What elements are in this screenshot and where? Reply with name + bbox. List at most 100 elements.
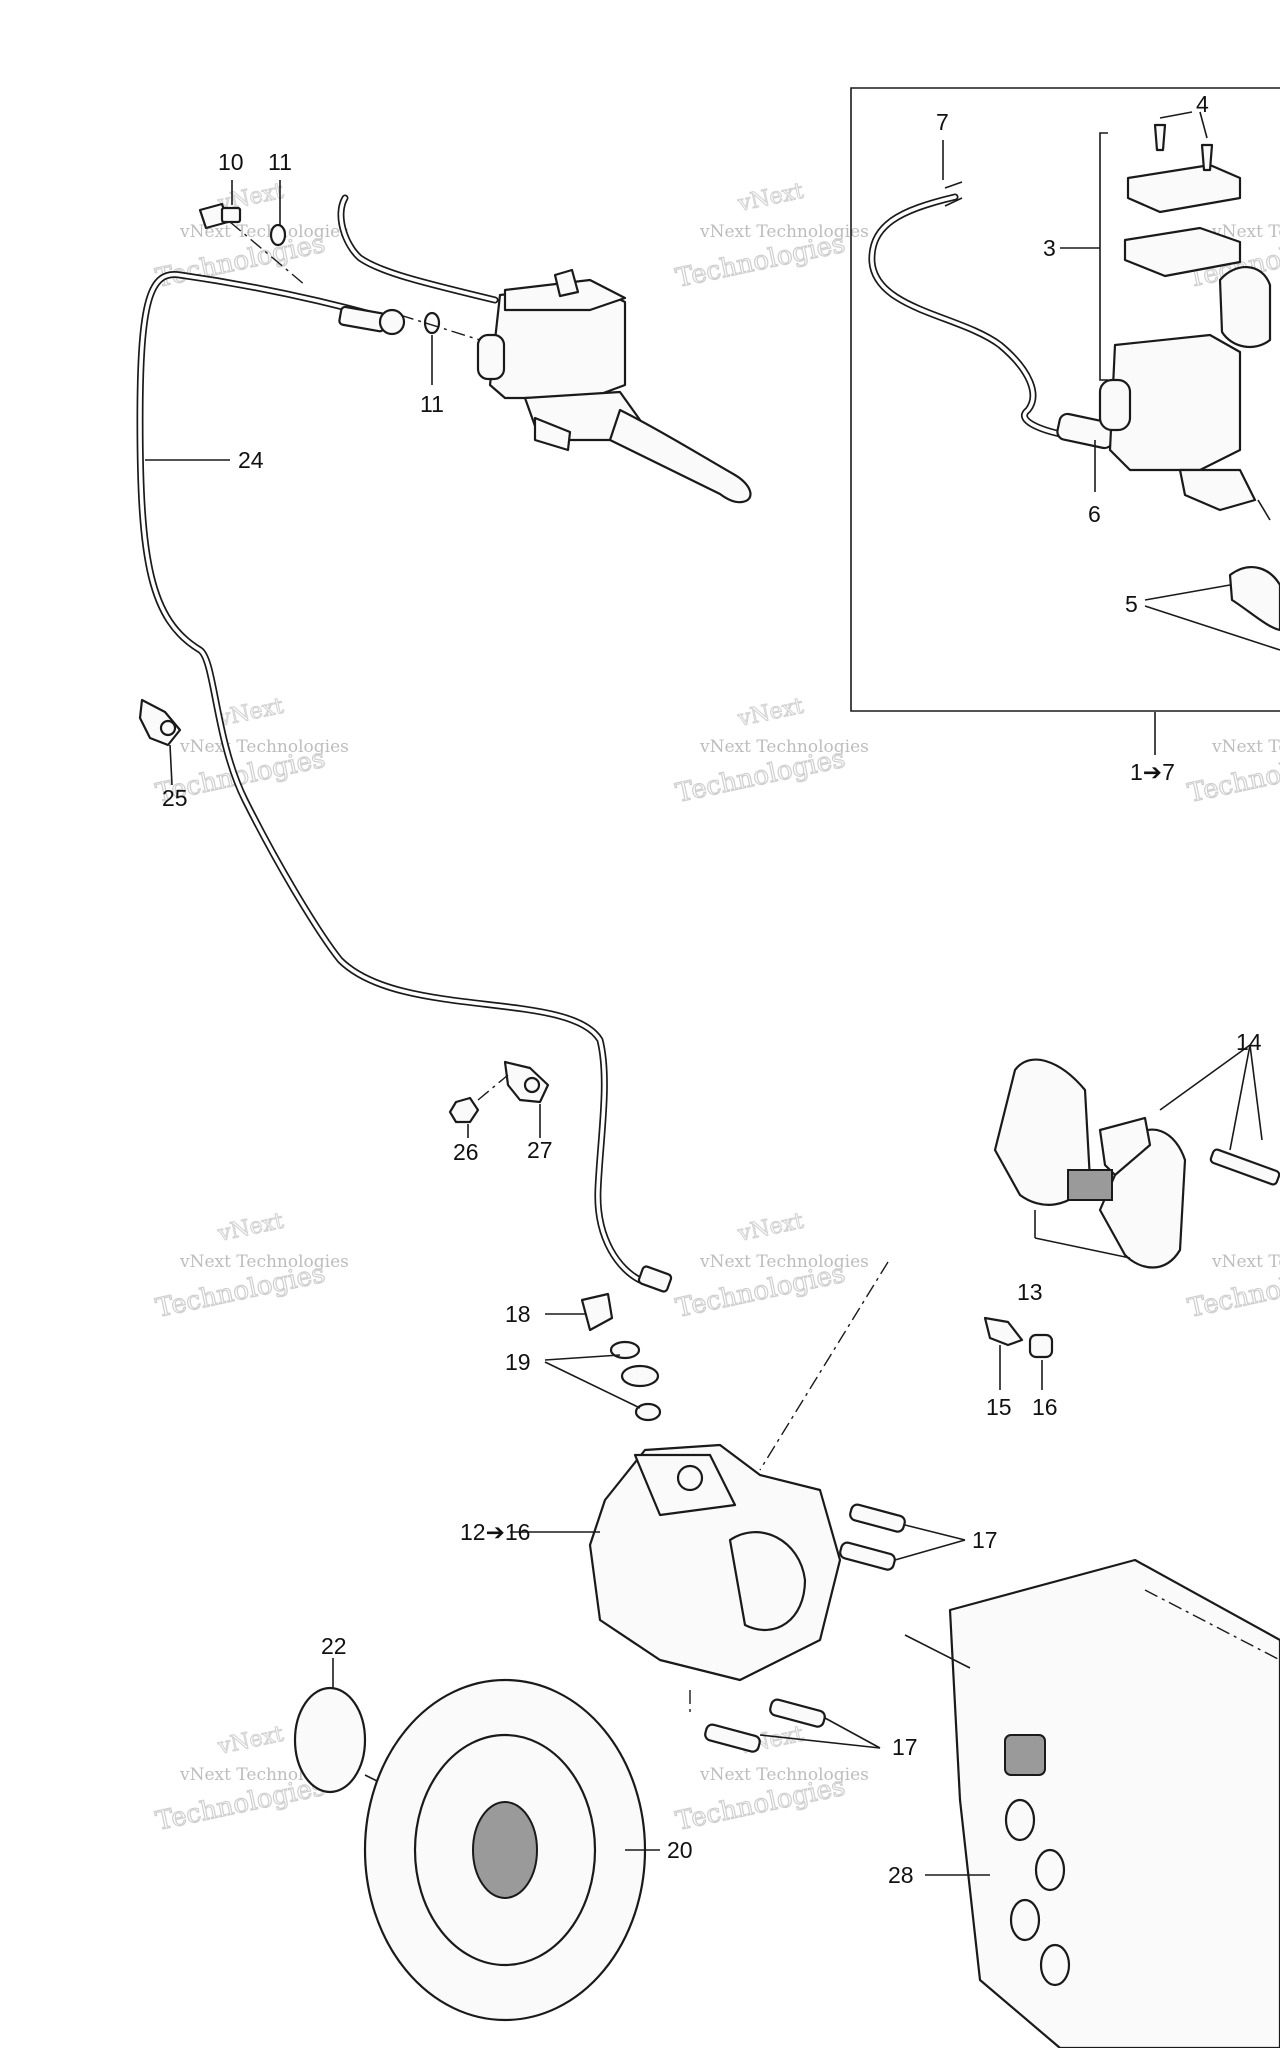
leader-19: [544, 1361, 641, 1409]
hose-end-fitting: [338, 305, 387, 333]
callouts: 1➔7 3 4 5 6 7 10 11 11 12➔16 13 14 15 16…: [162, 91, 1262, 1888]
caliper-mount-bolt: [769, 1698, 826, 1728]
leader-17: [894, 1539, 966, 1561]
callout-19: 19: [505, 1349, 531, 1375]
clip-nut: [448, 1096, 480, 1124]
callout-11: 11: [420, 391, 444, 417]
watermark-text: vNext: [215, 694, 286, 732]
callout-25: 25: [162, 785, 188, 811]
cover-screw: [1200, 143, 1214, 172]
reservoir-diaphragm: [1123, 226, 1242, 278]
hose-clip-hole: [159, 719, 177, 737]
watermark-text: vNext Technologies: [699, 1252, 869, 1272]
watermark-text: vNext Technologies: [699, 222, 869, 242]
sealing-washer: [269, 223, 287, 247]
banjo-fitting: [553, 268, 580, 298]
banjo-bolt-group: [198, 180, 481, 385]
watermark-text: vNext Technologies: [699, 1765, 869, 1785]
inset-frame: [850, 87, 1280, 712]
cover-screw: [1153, 123, 1167, 152]
caliper-mount-bolt: [839, 1541, 896, 1571]
hose-clip-25: [138, 698, 182, 786]
guard-hole: [1034, 1848, 1066, 1892]
assembly-line: [477, 1074, 509, 1101]
sealing-washer: [609, 1340, 641, 1360]
callout-26: 26: [453, 1139, 479, 1165]
watermark-text: vNext Technologies: [1211, 1252, 1280, 1272]
callout-27: 27: [527, 1137, 553, 1163]
master-cylinder-port: [1098, 378, 1132, 432]
bleeder-screw: [983, 1316, 1024, 1347]
watermark-text: vNext Technologies: [179, 1252, 349, 1272]
pad-pin: [1209, 1148, 1280, 1186]
reservoir-cover: [1126, 163, 1242, 214]
watermark: vNext Technologies Technologies: [1185, 737, 1280, 809]
leader-17: [904, 1524, 966, 1541]
top-wire: [337, 194, 499, 304]
brake-caliper: [510, 1443, 966, 1753]
leader-25: [169, 744, 173, 786]
hose-caliper-fitting: [637, 1265, 673, 1293]
callout-13: 13: [1017, 1279, 1043, 1305]
leader-5: [1144, 584, 1231, 601]
guard-hole: [1004, 1798, 1036, 1842]
guard-window: [1004, 1734, 1046, 1776]
callout-12-to-16: 12➔16: [460, 1519, 530, 1545]
bleeder-cap: [1028, 1333, 1054, 1359]
watermark-text: vNext: [735, 1209, 806, 1247]
leader-14: [1229, 1044, 1251, 1151]
leader-4: [1159, 111, 1193, 119]
master-cylinder-inset: [850, 87, 1280, 755]
assembly-line: [399, 314, 481, 341]
callout-6: 6: [1088, 501, 1101, 527]
splined-center: [472, 1801, 538, 1899]
clip-nut-group: [448, 1060, 550, 1138]
watermark: vNext vNext Technologies Technologies: [673, 1208, 869, 1324]
guard-hole: [1039, 1943, 1071, 1987]
sealing-washer: [423, 311, 441, 335]
callout-20: 20: [667, 1837, 693, 1863]
handlebar-master-cylinder: [337, 194, 752, 504]
callout-17: 17: [972, 1527, 998, 1553]
watermark: vNext Technologies Technologies: [1185, 1252, 1280, 1324]
hose-clip: [138, 698, 182, 747]
brake-lever: [1228, 566, 1280, 632]
leader-17: [824, 1717, 881, 1749]
leader-19: [544, 1354, 621, 1361]
watermark-text: vNext Technologies: [699, 737, 869, 757]
watermark: vNext vNext Technologies Technologies: [673, 1721, 869, 1837]
watermark-text: vNext: [735, 694, 806, 732]
leader-14: [1249, 1044, 1263, 1141]
brake-pads-group: [993, 1044, 1280, 1269]
callout-10: 10: [218, 149, 244, 175]
callout-5: 5: [1125, 591, 1138, 617]
hose-clip-hole: [523, 1076, 541, 1094]
callout-24: 24: [238, 447, 264, 473]
wire-terminals: [944, 181, 963, 207]
pad-spring: [1098, 1116, 1152, 1177]
hose-banjo-eye: [378, 308, 406, 336]
watermark-text: vNext: [215, 1722, 286, 1760]
watermark-text: vNext: [215, 1209, 286, 1247]
caliper-banjo-bolt: [580, 1292, 614, 1332]
bracket-3: [1099, 132, 1108, 381]
callout-18: 18: [505, 1301, 531, 1327]
brake-guard: [904, 1558, 1280, 2048]
watermark-text: vNext Technologies: [179, 222, 349, 242]
callout-22: 22: [321, 1633, 347, 1659]
callout-16: 16: [1032, 1394, 1058, 1420]
caliper-port: [676, 1464, 704, 1492]
guard-arrow: [904, 1634, 971, 1669]
brake-hose: [136, 270, 673, 1293]
callout-7: 7: [936, 109, 949, 135]
switch-wire: [868, 193, 1069, 439]
assembly-line: [759, 1261, 889, 1471]
lever-bracket: [533, 416, 572, 452]
callout-17: 17: [892, 1734, 918, 1760]
lever-pivot-mount: [1178, 468, 1257, 512]
watermark-text: vNext Technologies: [1211, 737, 1280, 757]
handlebar-clamp: [1218, 266, 1272, 349]
retaining-ring: [293, 1686, 367, 1794]
watermark-text: vNext: [735, 179, 806, 217]
switch-wire-inner: [870, 195, 1067, 437]
